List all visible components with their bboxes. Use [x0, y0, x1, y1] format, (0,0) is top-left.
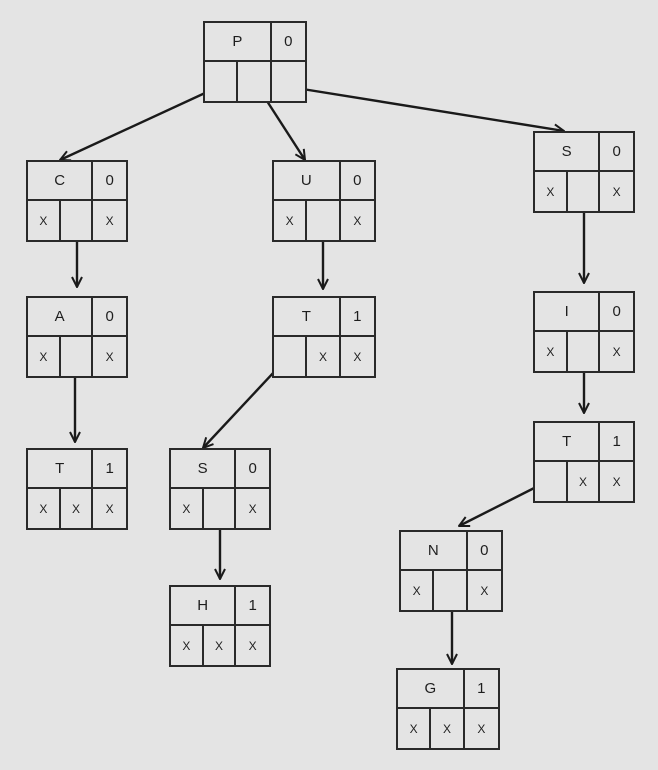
node-char: S [171, 450, 237, 489]
node-char: C [28, 162, 94, 201]
trie-node-c: C 0 X X [26, 160, 128, 242]
node-pointer: X [353, 349, 362, 364]
node-pointer [204, 489, 237, 528]
node-char: I [535, 293, 601, 332]
node-pointer [61, 201, 94, 240]
trie-node-u: U 0 X X [272, 160, 376, 242]
trie-node-a: A 0 X X [26, 296, 128, 378]
node-pointer: X [401, 571, 435, 610]
node-pointer [272, 62, 305, 101]
node-pointer: X [61, 489, 94, 528]
node-pointer: X [28, 337, 61, 376]
node-char: T [535, 423, 601, 462]
node-pointer [535, 462, 568, 501]
node-pointer: X [204, 626, 237, 665]
edge-arrow [60, 85, 219, 160]
node-end-flag: 0 [93, 298, 126, 337]
node-pointer: X [171, 489, 204, 528]
node-pointer: X [431, 709, 465, 748]
node-pointer [434, 571, 468, 610]
node-char: N [401, 532, 468, 571]
node-pointer: X [480, 583, 489, 598]
node-end-flag: 0 [600, 133, 633, 172]
node-pointer: X [105, 349, 114, 364]
node-char: A [28, 298, 94, 337]
node-pointer [568, 332, 601, 371]
node-end-flag: 0 [271, 23, 305, 62]
node-pointer: X [105, 213, 114, 228]
edge-arrow [289, 85, 564, 131]
node-pointer: X [248, 501, 257, 516]
node-char: T [274, 298, 341, 337]
node-pointer: X [28, 201, 61, 240]
node-pointer [61, 337, 94, 376]
node-end-flag: 0 [467, 532, 501, 571]
node-end-flag: 1 [600, 423, 633, 462]
node-pointer: X [307, 337, 341, 376]
node-pointer: X [274, 201, 308, 240]
node-pointer: X [535, 172, 568, 211]
node-pointer: X [353, 213, 362, 228]
node-pointer: X [612, 184, 621, 199]
node-pointer: X [612, 344, 621, 359]
trie-node-g: G 1 X X X [396, 668, 500, 750]
node-end-flag: 0 [340, 162, 374, 201]
node-pointer: X [398, 709, 432, 748]
trie-node-p: P 0 [203, 21, 307, 103]
node-pointer: X [28, 489, 61, 528]
trie-node-t: T 1 X X [533, 421, 635, 503]
node-end-flag: 1 [340, 298, 374, 337]
node-char: U [274, 162, 341, 201]
node-end-flag: 0 [236, 450, 269, 489]
node-pointer: X [568, 462, 601, 501]
trie-node-h: H 1 X X X [169, 585, 271, 667]
node-end-flag: 1 [93, 450, 126, 489]
node-end-flag: 0 [93, 162, 126, 201]
node-pointer: X [248, 638, 257, 653]
node-pointer [568, 172, 601, 211]
node-pointer: X [612, 474, 621, 489]
node-end-flag: 0 [600, 293, 633, 332]
trie-node-t: T 1 X X [272, 296, 376, 378]
node-pointer: X [535, 332, 568, 371]
node-pointer: X [171, 626, 204, 665]
node-char: T [28, 450, 94, 489]
node-char: H [171, 587, 237, 626]
node-pointer [205, 62, 239, 101]
node-pointer [238, 62, 272, 101]
node-end-flag: 1 [464, 670, 498, 709]
trie-node-s: S 0 X X [169, 448, 271, 530]
node-char: G [398, 670, 465, 709]
node-end-flag: 1 [236, 587, 269, 626]
trie-node-t: T 1 X X X [26, 448, 128, 530]
node-pointer: X [105, 501, 114, 516]
trie-node-s: S 0 X X [533, 131, 635, 213]
node-pointer: X [477, 721, 486, 736]
node-pointer [274, 337, 308, 376]
trie-node-i: I 0 X X [533, 291, 635, 373]
node-char: S [535, 133, 601, 172]
node-char: P [205, 23, 272, 62]
node-pointer [307, 201, 341, 240]
trie-node-n: N 0 X X [399, 530, 503, 612]
